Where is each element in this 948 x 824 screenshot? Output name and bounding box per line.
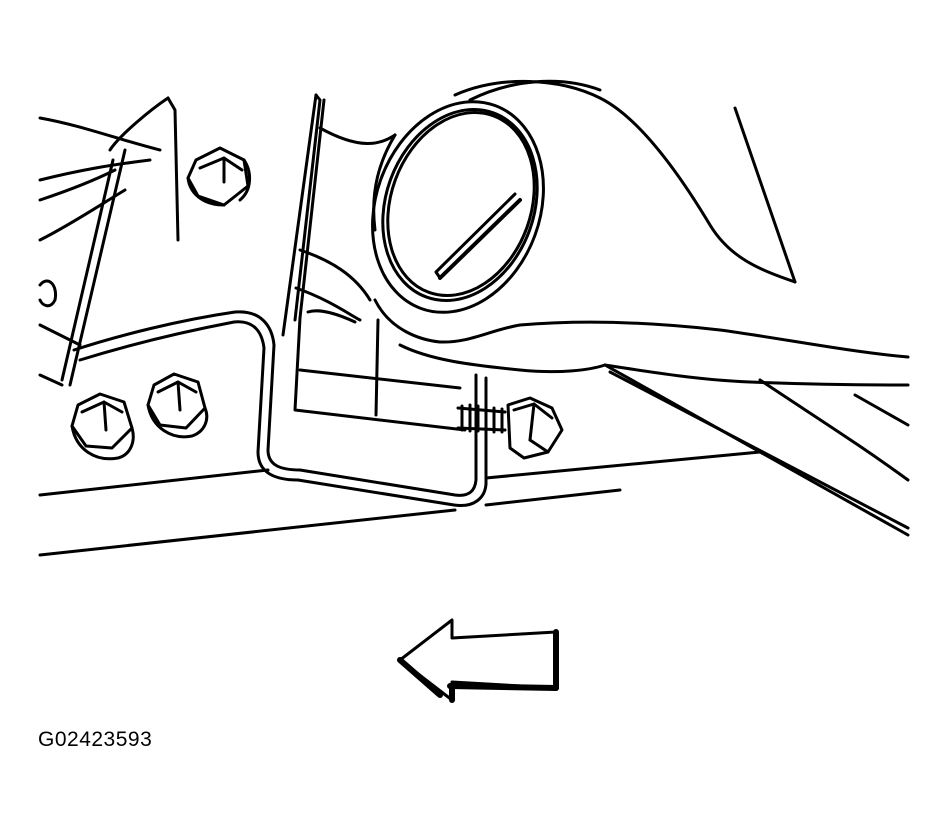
upper-hex-bolt	[188, 148, 250, 205]
upper-left-body-panel	[40, 98, 178, 385]
left-arrow-icon	[400, 620, 556, 700]
lower-left-hex-bolt	[72, 394, 133, 459]
bushing-tube	[344, 77, 600, 336]
lower-right-hex-bolt	[148, 374, 207, 437]
figure-id-label: G02423593	[38, 728, 153, 751]
lower-frame-lines	[40, 452, 760, 555]
threaded-mounting-bolt	[458, 398, 562, 458]
control-arm	[374, 81, 908, 535]
vertical-frame-rail	[283, 95, 395, 335]
mounting-bracket	[74, 311, 486, 506]
